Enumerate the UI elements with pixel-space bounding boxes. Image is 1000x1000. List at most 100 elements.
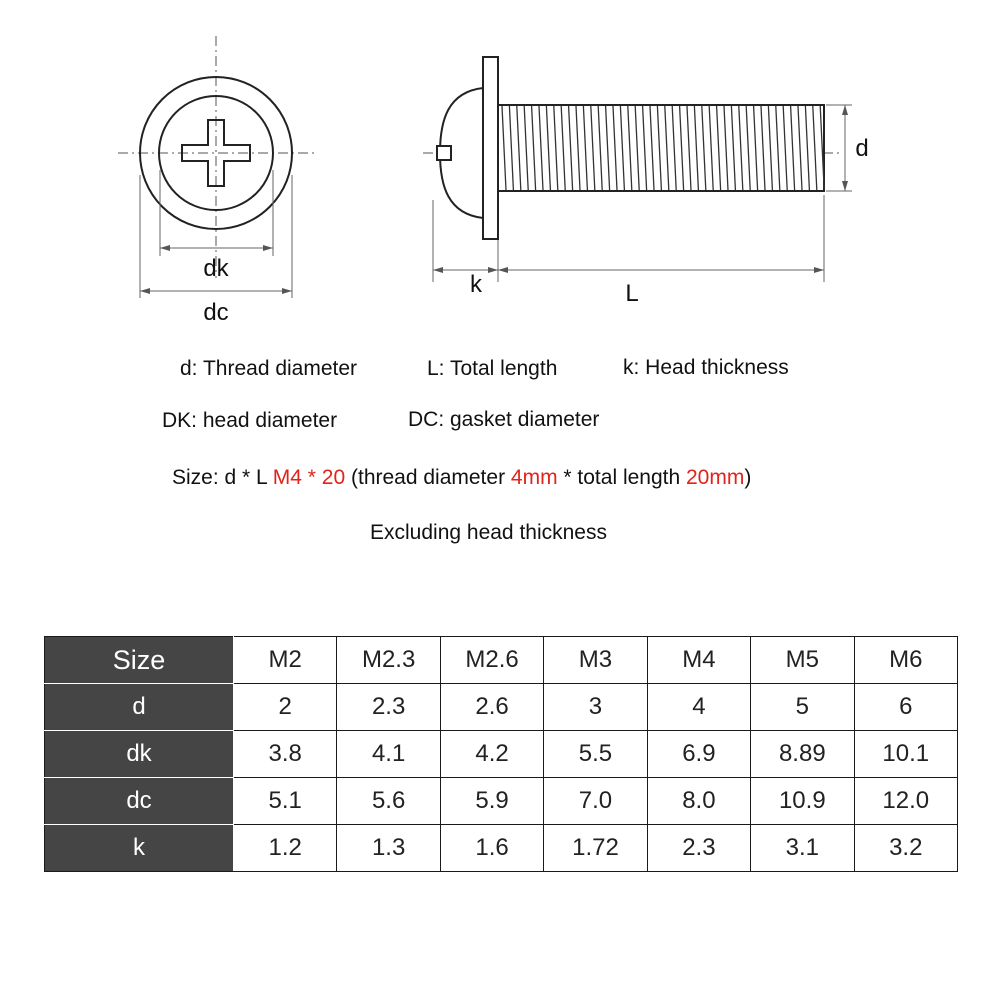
table-cell: 5.1	[232, 777, 338, 825]
legend-gasket-diameter: DC: gasket diameter	[408, 408, 600, 431]
thread-value: 4mm	[510, 466, 558, 489]
size-mid: * total length	[557, 466, 686, 489]
thread-line	[619, 105, 626, 191]
table-cell: 3.8	[232, 730, 338, 778]
dk-label: dk	[203, 255, 229, 282]
thread-line	[612, 105, 618, 191]
thread-line	[693, 105, 700, 191]
table-cell: 1.3	[336, 824, 441, 872]
table-cell: M4	[646, 636, 752, 684]
thread-line	[797, 105, 803, 191]
screw-dimension-drawing: dk dc d k L	[118, 36, 869, 326]
thread-line	[641, 105, 648, 191]
thread-line	[760, 105, 766, 191]
row-header: d	[44, 683, 234, 731]
thread-line	[738, 105, 744, 191]
thread-line	[745, 105, 751, 191]
thread-line	[597, 105, 603, 191]
thread-line	[634, 105, 640, 191]
thread-line	[678, 105, 685, 191]
length-value: 20mm	[686, 466, 745, 489]
table-cell: 5.9	[439, 777, 545, 825]
thread-line	[627, 105, 633, 191]
thread-line	[701, 105, 707, 191]
thread-line	[812, 105, 818, 191]
thread-line	[730, 105, 737, 191]
table-cell: 4.2	[439, 730, 545, 778]
thread-line	[582, 105, 589, 191]
table-cell: 1.72	[543, 824, 648, 872]
thread-line	[819, 105, 825, 191]
thread-line	[523, 105, 529, 191]
legend-total-length: L: Total length	[427, 357, 558, 380]
thread-line	[545, 105, 552, 191]
phillips-cross-icon	[181, 119, 251, 187]
table-cell: 2.3	[336, 683, 441, 731]
row-header: k	[44, 824, 234, 872]
thread-line	[767, 105, 774, 191]
screw-top-view: dk dc	[118, 36, 318, 326]
size-paren-close: )	[744, 466, 752, 489]
table-cell: 2	[232, 683, 338, 731]
table-cell: 2.3	[646, 824, 752, 872]
table-cell: 10.9	[750, 777, 855, 825]
row-header: dc	[44, 777, 234, 825]
thread-line	[590, 105, 596, 191]
thread-line	[516, 105, 522, 191]
thread-line	[775, 105, 781, 191]
legend-head-diameter: DK: head diameter	[162, 409, 338, 432]
screw-side-view: d k L	[423, 56, 869, 307]
table-cell: 1.2	[232, 824, 338, 872]
table-cell: M5	[750, 636, 855, 684]
table-cell: 4.1	[336, 730, 441, 778]
legend-head-thickness: k: Head thickness	[623, 356, 789, 379]
thread-line	[649, 105, 655, 191]
thread-line	[804, 105, 811, 191]
washer-flange	[482, 56, 499, 240]
table-cell: M3	[543, 636, 648, 684]
gasket-outline	[139, 76, 293, 230]
table-cell: 1.6	[439, 824, 545, 872]
thread-line	[708, 105, 714, 191]
head-outline	[158, 95, 274, 211]
thread-line	[752, 105, 759, 191]
L-label: L	[625, 280, 638, 307]
thread-line	[723, 105, 729, 191]
row-header: Size	[44, 636, 234, 684]
thread-line	[567, 105, 574, 191]
size-example-line: Size: d * L M4 * 20 (thread diameter 4mm…	[172, 466, 751, 490]
table-cell: 6	[853, 683, 959, 731]
thread-line	[686, 105, 692, 191]
thread-lines	[501, 105, 825, 191]
k-label: k	[470, 271, 483, 298]
table-cell: 5.5	[543, 730, 648, 778]
table-cell: 3.2	[853, 824, 959, 872]
table-cell: M6	[853, 636, 959, 684]
thread-line	[604, 105, 611, 191]
thread-line	[715, 105, 722, 191]
table-cell: 8.89	[750, 730, 855, 778]
legend-thread-diameter: d: Thread diameter	[180, 357, 358, 380]
head-slot	[436, 145, 452, 161]
size-prefix: Size: d * L	[172, 466, 273, 489]
table-cell: 5.6	[336, 777, 441, 825]
excluding-head-note: Excluding head thickness	[370, 521, 607, 544]
thread-line	[501, 105, 507, 191]
thread-line	[553, 105, 559, 191]
table-cell: 6.9	[646, 730, 752, 778]
thread-line	[560, 105, 566, 191]
thread-line	[575, 105, 581, 191]
table-cell: 2.6	[439, 683, 545, 731]
size-paren-open: (thread diameter	[345, 466, 511, 489]
table-cell: 8.0	[646, 777, 752, 825]
thread-line	[538, 105, 544, 191]
thread-line	[671, 105, 677, 191]
table-cell: 4	[646, 683, 752, 731]
table-cell: M2.3	[336, 636, 441, 684]
